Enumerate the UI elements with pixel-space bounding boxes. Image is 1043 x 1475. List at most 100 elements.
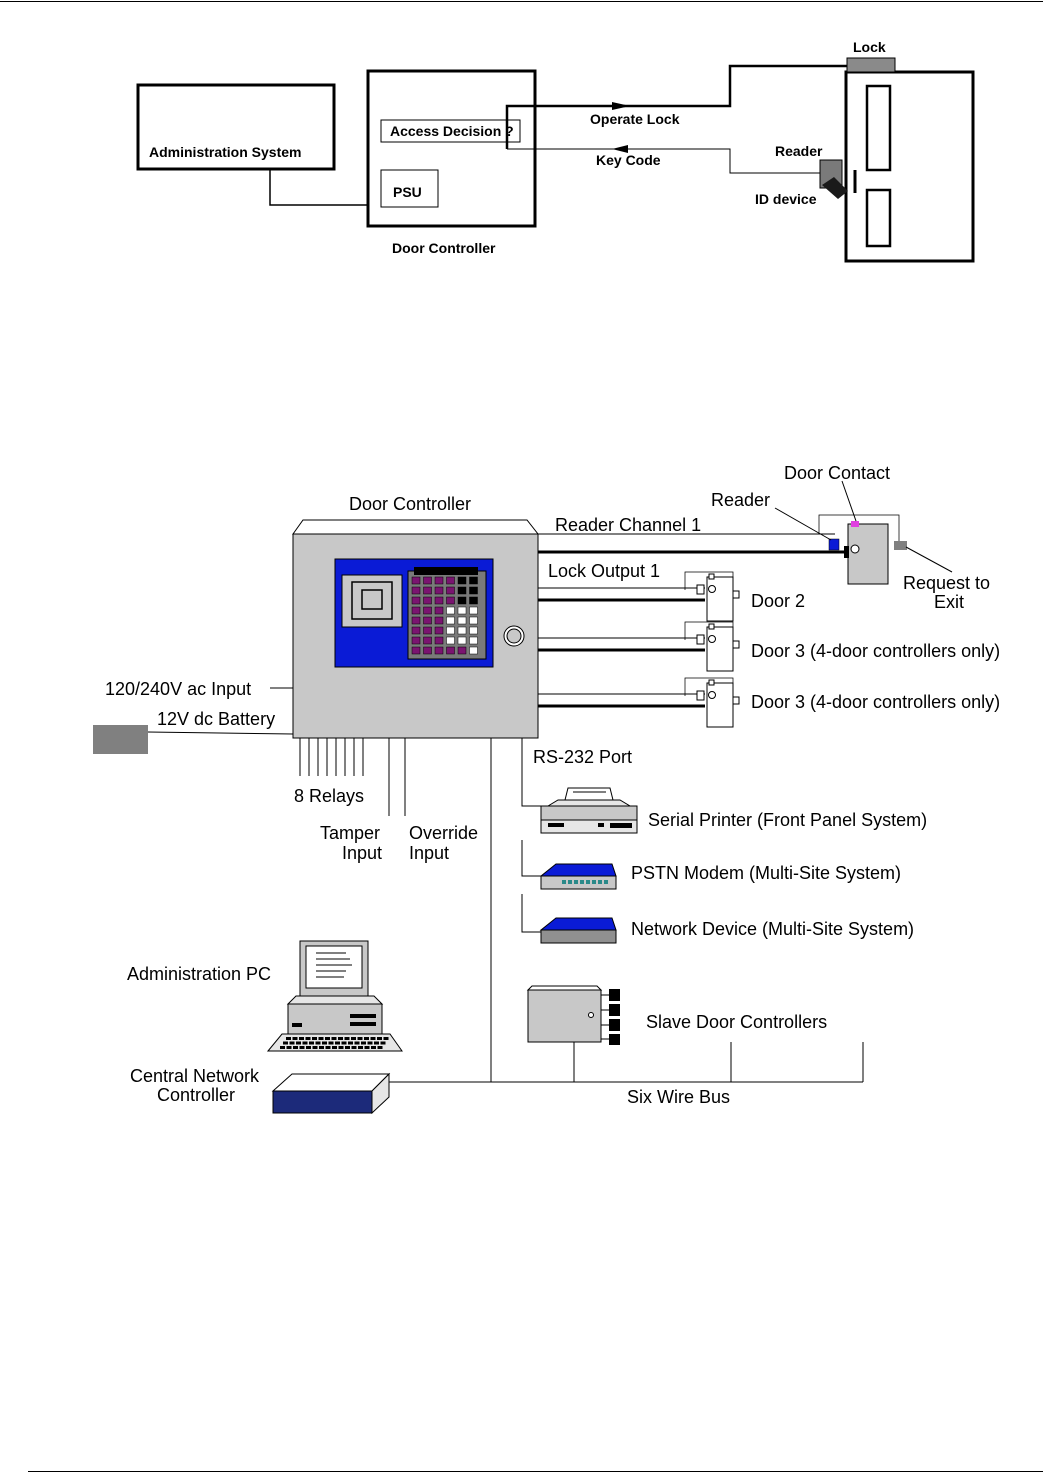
id-device-label: ID device [755, 191, 817, 207]
relay-lines [299, 738, 364, 776]
keyboard-key [354, 1041, 360, 1045]
keypad-key [411, 576, 421, 585]
keyboard-key [344, 1037, 350, 1040]
id-device-card [822, 177, 848, 199]
keypad-key [457, 616, 467, 625]
reader-channel-label: Reader Channel 1 [555, 515, 701, 535]
relays-label: 8 Relays [294, 786, 364, 806]
keypad-key [434, 606, 444, 615]
modem-line [521, 840, 541, 877]
keyboard-key [370, 1037, 376, 1040]
keypad-key [434, 626, 444, 635]
pstn-modem-label: PSTN Modem (Multi-Site System) [631, 863, 901, 883]
door-1 [847, 523, 889, 585]
door-3a [706, 626, 734, 672]
keypad-key [411, 616, 421, 625]
pstn-modem-icon [539, 863, 617, 890]
request-exit-leader-line [905, 546, 953, 573]
modem-led [562, 880, 566, 884]
central-network-controller-icon [271, 1072, 391, 1115]
keyboard-key [335, 1041, 340, 1045]
psu-label: PSU [393, 184, 422, 200]
keyboard-key [351, 1037, 356, 1040]
modem-led [568, 880, 572, 884]
door-contact-sensor [851, 521, 859, 527]
keyboard-key [358, 1046, 363, 1049]
door-panel [844, 70, 975, 263]
override-label-2: Input [409, 843, 449, 863]
keypad-key [446, 596, 455, 605]
modem-led [604, 880, 608, 884]
keypad-key [469, 626, 478, 635]
network-device-label: Network Device (Multi-Site System) [631, 919, 914, 939]
door-controller-caption: Door Controller [392, 240, 496, 256]
keypad-key [469, 606, 478, 615]
door-1-handle [850, 544, 860, 554]
network-device-icon [539, 917, 617, 944]
keypad-key [423, 586, 432, 595]
keypad-key [446, 616, 455, 625]
simple-access-diagram: Administration System Access Decision ? … [136, 39, 975, 263]
door-1-wiring [818, 514, 900, 545]
keypad-key [411, 636, 421, 645]
reader-leader-line [774, 507, 832, 541]
keypad-key [457, 646, 467, 655]
battery-block [93, 725, 148, 754]
keyboard-key [299, 1037, 304, 1040]
keypad-key [434, 596, 444, 605]
keyboard-key [309, 1041, 314, 1045]
key-code-label: Key Code [596, 152, 661, 168]
keypad-key [446, 626, 455, 635]
keypad-key [457, 596, 467, 605]
keyboard-key [374, 1041, 379, 1045]
admin-link-line [269, 169, 368, 206]
keyboard-key [296, 1041, 301, 1045]
door-contact-label: Door Contact [784, 463, 890, 483]
battery-label: 12V dc Battery [157, 709, 275, 729]
door-2 [706, 576, 734, 622]
keyboard-key [299, 1046, 305, 1049]
reader-label-2: Reader [711, 490, 770, 510]
door-3a-assembly: Door 3 (4-door controllers only) [538, 621, 1000, 672]
keypad-key [469, 576, 478, 585]
keyboard-key [351, 1046, 357, 1049]
cnc-label-1: Central Network [130, 1066, 260, 1086]
keyboard-key [289, 1041, 295, 1045]
network-device-line [521, 894, 541, 933]
keypad-key [446, 646, 455, 655]
keypad-key [434, 636, 444, 645]
cnc-label-2: Controller [157, 1085, 235, 1105]
keyboard-key [280, 1046, 285, 1049]
cabinet-lock-knob-inner [506, 628, 522, 644]
keyboard-key [348, 1041, 353, 1045]
door-1-reader [828, 538, 840, 551]
serial-printer-label: Serial Printer (Front Panel System) [648, 810, 927, 830]
keypad-key [457, 606, 467, 615]
keyboard-key [331, 1037, 337, 1040]
reader-label: Reader [775, 143, 823, 159]
system-overview-diagram: Door Controller Reader Channel 1 Lock Ou… [93, 463, 1000, 1115]
override-label-1: Override [409, 823, 478, 843]
keyboard-key [357, 1037, 363, 1040]
keypad-key [457, 626, 467, 635]
keypad-key [423, 606, 432, 615]
operate-lock-line [505, 64, 848, 149]
keypad-key [411, 596, 421, 605]
door-2-label: Door 2 [751, 591, 805, 611]
admin-system-label: Administration System [149, 144, 301, 160]
controller-cabinet-top [292, 519, 540, 535]
modem-led [580, 880, 584, 884]
door-3b [706, 682, 734, 728]
key-code-arrow [612, 145, 628, 153]
keyboard-key [367, 1041, 373, 1045]
slave-controller-icon [526, 985, 620, 1045]
modem-led [592, 880, 596, 884]
door-3b-label: Door 3 (4-door controllers only) [751, 692, 1000, 712]
keypad-key [434, 576, 444, 585]
tamper-label-1: Tamper [320, 823, 380, 843]
pc-keyboard-keys [280, 1037, 389, 1049]
keyboard-key [322, 1041, 327, 1045]
door-2-assembly: Door 2 [538, 571, 805, 622]
